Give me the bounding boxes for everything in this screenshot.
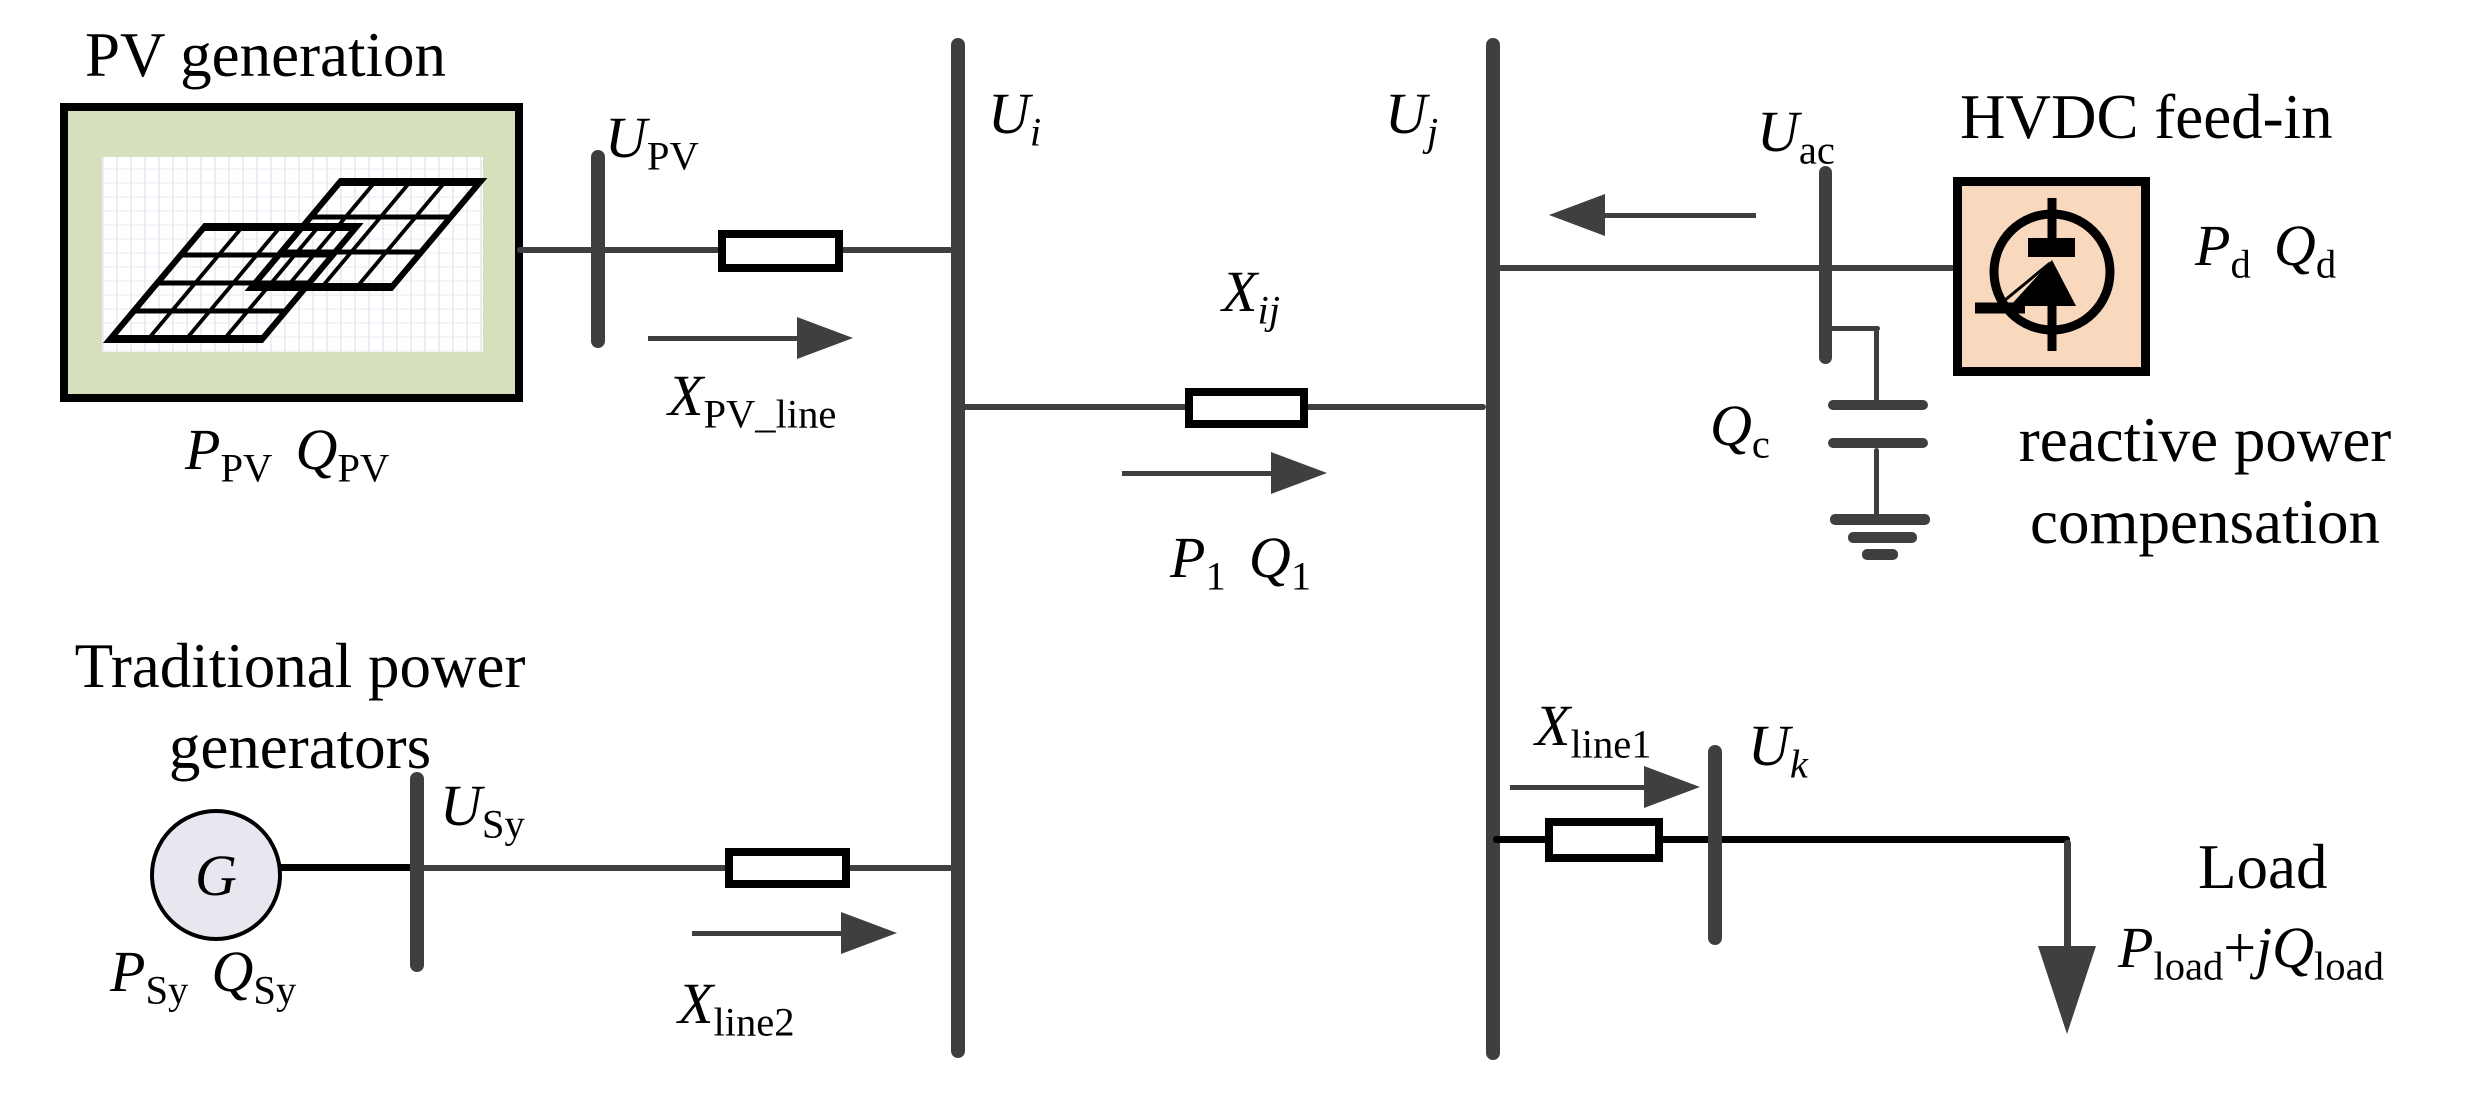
compensation-wire-v <box>1874 326 1879 403</box>
capacitor-plate-bottom <box>1828 438 1928 448</box>
arrow-shaft <box>1510 785 1650 790</box>
capacitor-ground-wire <box>1874 448 1879 517</box>
pv-flow-arrow <box>648 317 853 359</box>
bus-usy <box>410 772 424 972</box>
hvdc-title: HVDC feed-in <box>1960 82 2333 152</box>
arrow-head-right-icon <box>797 317 853 359</box>
arrow-head-right-icon <box>1644 766 1700 808</box>
arrow-shaft <box>692 931 847 936</box>
bus-upv <box>591 150 605 348</box>
ground-bar-1 <box>1830 514 1930 525</box>
arrow-head-left-icon <box>1549 194 1605 236</box>
load-power-label: Pload+jQload <box>2118 915 2384 989</box>
bus-uac <box>1819 166 1832 364</box>
bus-ui <box>951 38 965 1058</box>
pv-generation-title: PV generation <box>85 20 447 90</box>
pv-generation-box <box>60 103 523 402</box>
solar-panel-icon <box>102 178 488 343</box>
load-flow-arrow <box>1510 766 1700 808</box>
bus-usy-label: USy <box>440 773 525 847</box>
hvdc-flow-arrow <box>1549 194 1756 236</box>
bus-uk <box>1708 745 1722 945</box>
bus-ui-label: Ui <box>988 81 1042 155</box>
load-title: Load <box>2198 832 2328 902</box>
reactance-ij <box>1185 388 1308 428</box>
reactance-pv-line-label: XPV_line <box>668 363 837 437</box>
compensation-caption: reactive power compensation <box>2018 405 2392 557</box>
generator-symbol: G <box>195 842 237 908</box>
ground-bar-3 <box>1862 549 1898 560</box>
compensation-q-label: Qc <box>1710 393 1770 467</box>
generator-title: Traditional power generators <box>74 631 526 782</box>
thyristor-icon <box>1975 198 2115 351</box>
arrow-shaft <box>1599 213 1756 218</box>
bus-uac-label: Uac <box>1757 99 1835 173</box>
generator-link-wire <box>270 864 422 871</box>
load-branch-wire <box>1493 836 2070 843</box>
arrow-head-right-icon <box>1271 452 1327 494</box>
reactance-line1 <box>1545 818 1663 862</box>
bus-upv-label: UPV <box>605 105 699 179</box>
arrow-head-right-icon <box>841 912 897 954</box>
hvdc-converter-box <box>1953 177 2150 376</box>
generator-feeder-wire <box>420 865 953 871</box>
bus-uj-label: Uj <box>1385 81 1439 155</box>
arrow-shaft <box>1122 471 1277 476</box>
generator-flow-arrow <box>692 912 897 954</box>
load-drop-wire <box>2064 840 2071 955</box>
load-arrow-icon <box>2038 946 2096 1034</box>
reactance-line1-label: Xline1 <box>1535 693 1652 767</box>
ground-bar-2 <box>1848 532 1917 543</box>
reactance-line2 <box>725 848 850 888</box>
tie-line-reactance-label: Xij <box>1222 259 1280 333</box>
arrow-shaft <box>648 336 803 341</box>
reactance-pv-line <box>718 230 843 272</box>
bus-uj <box>1486 38 1500 1060</box>
bus-uk-label: Uk <box>1748 713 1808 787</box>
tie-flow-arrow <box>1122 452 1327 494</box>
pv-panel-image <box>102 157 488 352</box>
capacitor-plate-top <box>1828 400 1928 410</box>
reactance-line2-label: Xline2 <box>678 971 795 1045</box>
compensation-wire-h <box>1826 326 1880 331</box>
generator-circle: G <box>150 809 282 941</box>
hvdc-wire <box>1498 265 1955 271</box>
